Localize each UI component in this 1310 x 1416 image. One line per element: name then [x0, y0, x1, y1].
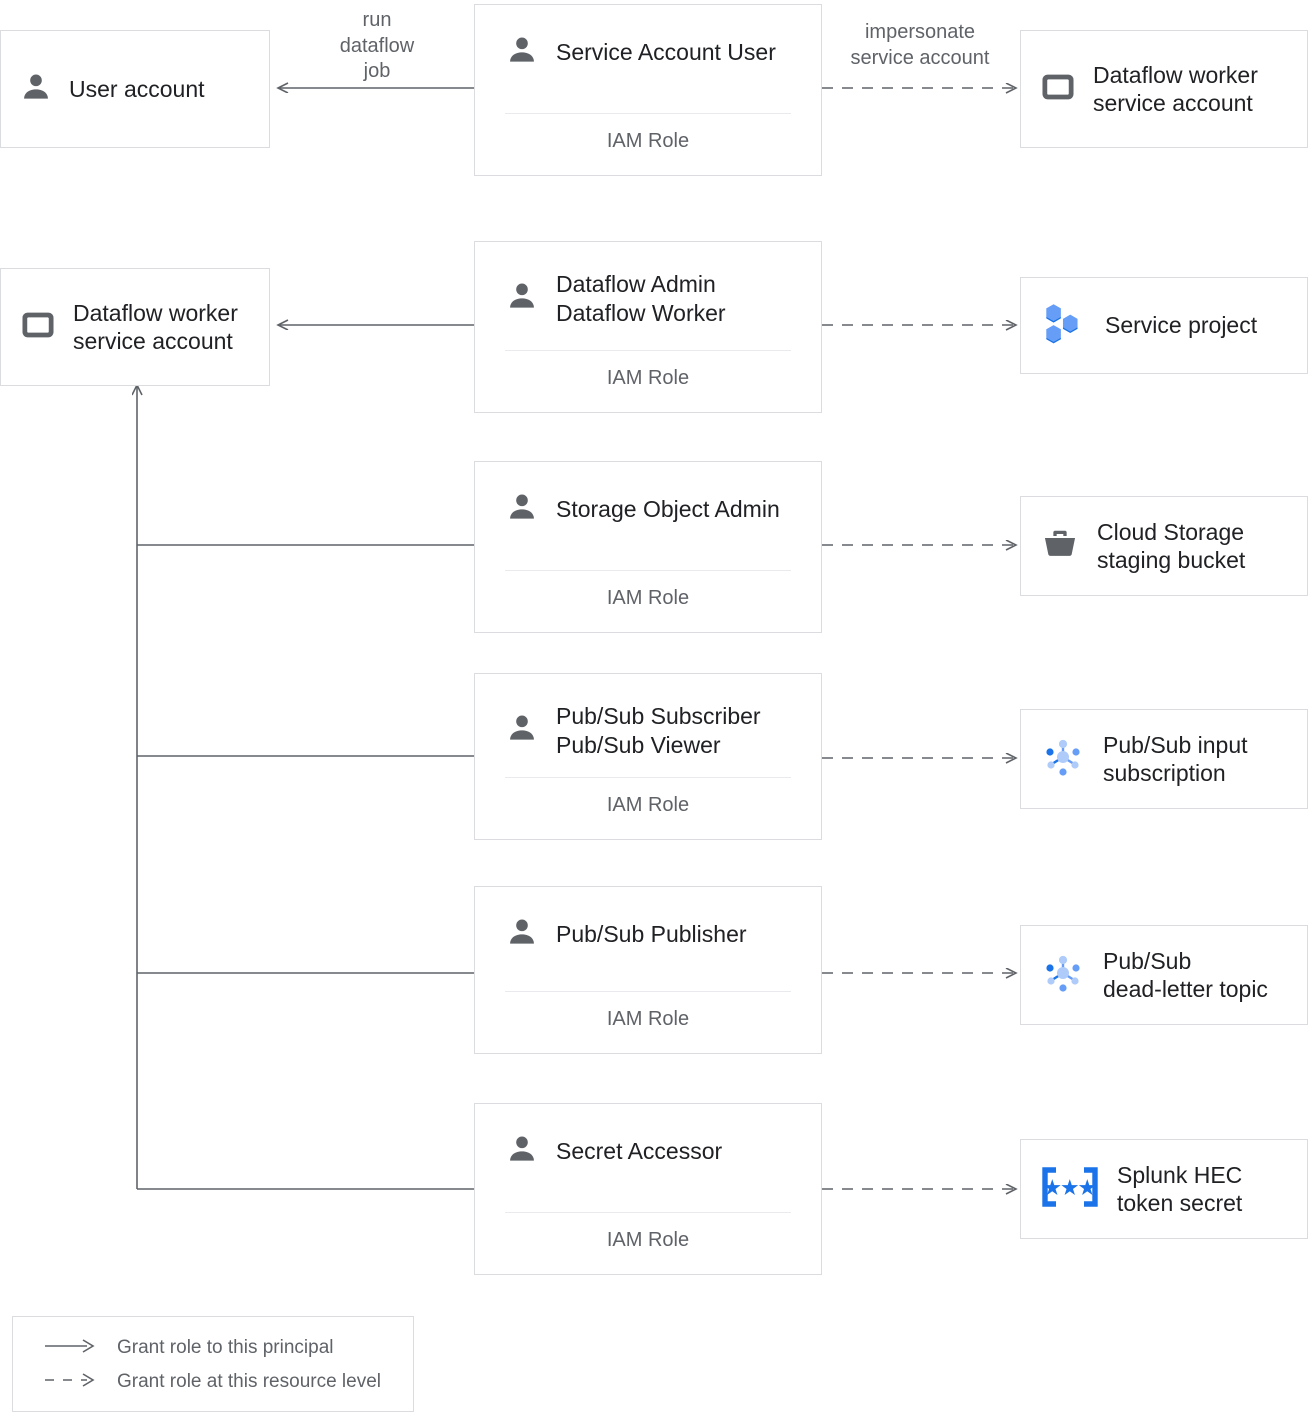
role-card-pubsub-subscriber-viewer[interactable]: Pub/Sub Subscriber Pub/Sub Viewer IAM Ro… [474, 673, 822, 840]
principal-user-account[interactable]: User account [0, 30, 270, 148]
pubsub-icon [1039, 949, 1087, 1002]
person-icon [505, 1132, 539, 1171]
resource-dataflow-worker-service-account[interactable]: Dataflow worker service account [1020, 30, 1308, 148]
resource-label: Pub/Sub input subscription [1103, 731, 1248, 786]
role-card-dataflow-admin-worker[interactable]: Dataflow Admin Dataflow Worker IAM Role [474, 241, 822, 413]
principal-dataflow-worker-service-account[interactable]: Dataflow worker service account [0, 268, 270, 386]
secret-icon: ★★★ [1039, 1164, 1101, 1215]
role-footer: IAM Role [505, 113, 791, 153]
role-footer: IAM Role [505, 777, 791, 817]
legend: Grant role to this principal Grant role … [12, 1316, 414, 1412]
svg-text:★★★: ★★★ [1044, 1178, 1097, 1199]
role-card-secret-accessor[interactable]: Secret Accessor IAM Role [474, 1103, 822, 1275]
role-name: Pub/Sub Subscriber Pub/Sub Viewer [556, 703, 761, 758]
role-name: Service Account User [556, 39, 776, 66]
edge-label-impersonate-service-account: impersonate service account [850, 21, 990, 69]
resource-cloud-storage-staging-bucket[interactable]: Cloud Storage staging bucket [1020, 496, 1308, 596]
legend-label: Grant role at this resource level [117, 1371, 382, 1392]
role-footer: IAM Role [505, 570, 791, 610]
resource-splunk-hec-token-secret[interactable]: ★★★ Splunk HEC token secret [1020, 1139, 1308, 1239]
resource-service-project[interactable]: Service project [1020, 277, 1308, 374]
principal-label: Dataflow worker service account [73, 299, 238, 354]
role-footer: IAM Role [505, 1212, 791, 1252]
person-icon [19, 70, 53, 109]
dashed-arrow-icon [41, 1372, 97, 1393]
principal-label: User account [69, 75, 205, 102]
legend-item-solid: Grant role to this principal [41, 1331, 413, 1365]
resource-label: Service project [1105, 312, 1258, 339]
resource-label: Cloud Storage staging bucket [1097, 518, 1246, 573]
person-icon [505, 490, 539, 529]
role-card-storage-object-admin[interactable]: Storage Object Admin IAM Role [474, 461, 822, 633]
resource-label: Dataflow worker service account [1093, 61, 1258, 116]
role-card-service-account-user[interactable]: Service Account User IAM Role [474, 4, 822, 176]
person-icon [505, 33, 539, 72]
role-footer: IAM Role [505, 991, 791, 1031]
legend-item-dashed: Grant role at this resource level [41, 1365, 413, 1399]
edge-label-run-dataflow-job: run dataflow job [339, 9, 415, 83]
legend-label: Grant role to this principal [117, 1337, 334, 1358]
role-name: Secret Accessor [556, 1138, 723, 1165]
person-icon [505, 915, 539, 954]
bucket-icon [1039, 523, 1081, 570]
role-name: Dataflow Admin Dataflow Worker [556, 271, 726, 326]
role-footer: IAM Role [505, 350, 791, 390]
service-account-icon [1039, 68, 1077, 111]
role-card-pubsub-publisher[interactable]: Pub/Sub Publisher IAM Role [474, 886, 822, 1054]
resource-pubsub-dead-letter-topic[interactable]: Pub/Sub dead-letter topic [1020, 925, 1308, 1025]
resource-pubsub-input-subscription[interactable]: Pub/Sub input subscription [1020, 709, 1308, 809]
person-icon [505, 279, 539, 318]
role-name: Pub/Sub Publisher [556, 921, 747, 948]
resource-label: Splunk HEC token secret [1117, 1161, 1243, 1216]
role-name: Storage Object Admin [556, 496, 780, 523]
project-hexagons-icon [1039, 298, 1089, 353]
pubsub-icon [1039, 733, 1087, 786]
person-icon [505, 711, 539, 750]
resource-label: Pub/Sub dead-letter topic [1103, 947, 1268, 1002]
service-account-icon [19, 306, 57, 349]
solid-arrow-icon [41, 1338, 97, 1359]
